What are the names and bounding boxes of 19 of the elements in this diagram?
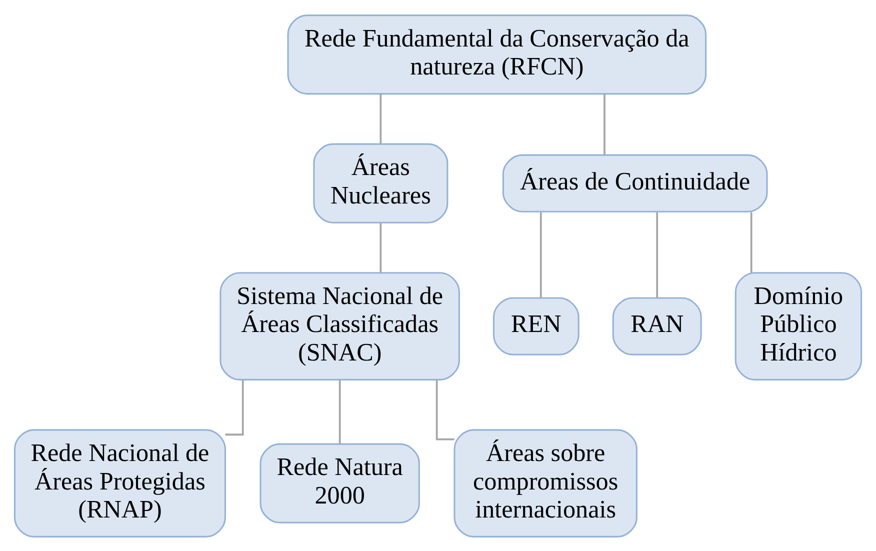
node-box: REN [492,296,580,355]
node-box: Áreas de Continuidade [502,154,768,212]
node-box: Sistema Nacional de Áreas Classificadas (SNAC) [220,272,460,380]
connector [338,379,341,444]
node-box: Rede Natura 2000 [260,442,420,523]
connector [750,212,752,272]
node-box: Áreas Nucleares [313,142,448,223]
node-box: RAN [612,296,702,355]
connector [436,380,454,440]
node-box: Domínio Público Hídrico [734,272,862,380]
connector [540,212,542,298]
node-box: Rede Fundamental da Conservação da natureza (RFCN) [287,14,707,94]
connector [380,93,382,144]
node-box: Rede Nacional de Áreas Protegidas (RNAP) [14,428,226,537]
connector [225,379,244,436]
connector [604,93,606,154]
connector [380,222,382,272]
connector [656,212,658,298]
node-box: Áreas sobre compromissos internacionais [454,428,638,537]
